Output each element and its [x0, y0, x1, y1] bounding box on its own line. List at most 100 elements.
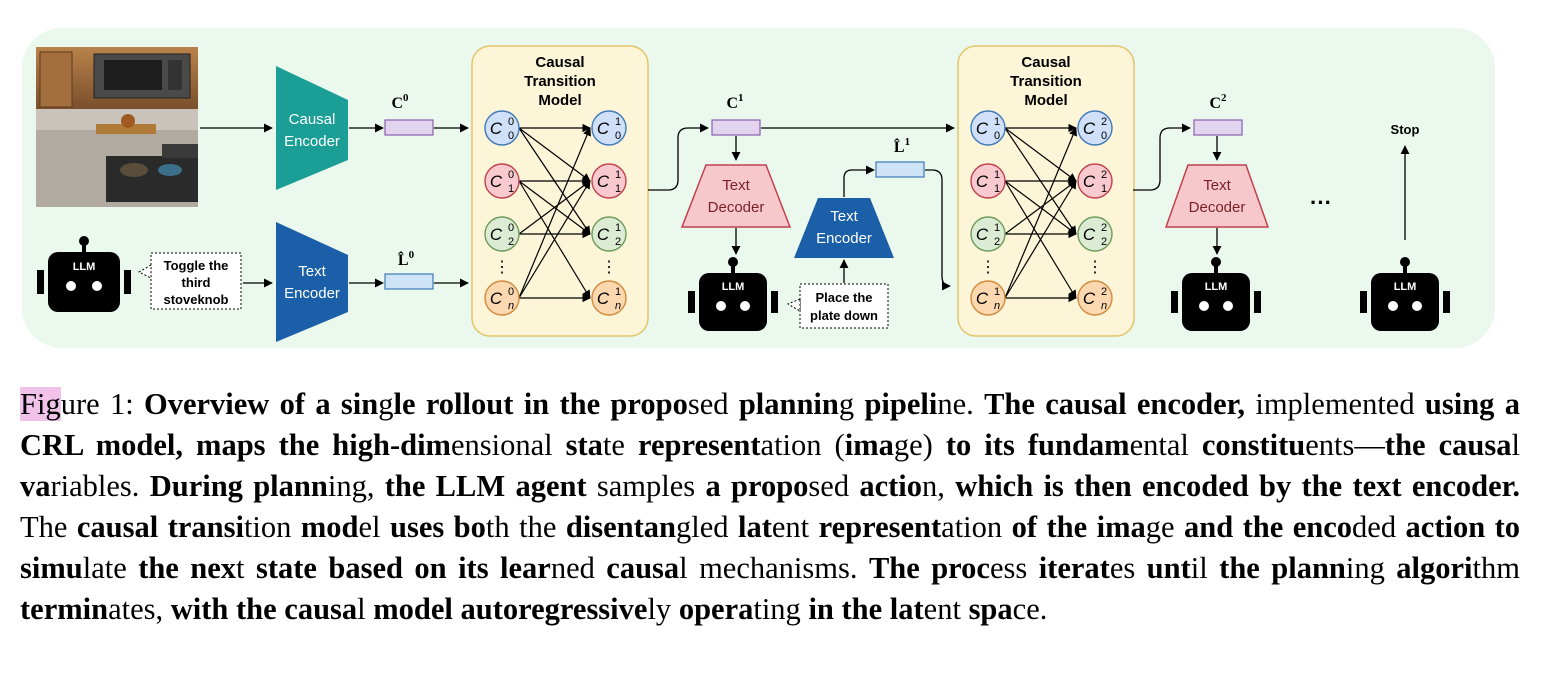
- causal-node-1-in-0: [484, 110, 520, 146]
- causal-node-1-out-0: [591, 110, 627, 146]
- transition-title-2-0: Causal: [1021, 54, 1070, 71]
- caption-segment: uses bo: [389, 510, 486, 544]
- node-superscript: 0: [508, 286, 514, 298]
- caption-segment: fundam: [1027, 428, 1130, 462]
- caption-segment: riables.: [50, 469, 150, 503]
- instruction-2-line-2: plate down: [810, 308, 878, 323]
- caption-body: Overview of a single rollout in the prop…: [20, 387, 1520, 626]
- node-subscript: 0: [615, 130, 621, 142]
- node-subscript: 0: [1101, 130, 1107, 142]
- caption-segment: ation: [941, 510, 1012, 544]
- caption-segment: of the ima: [1011, 510, 1146, 544]
- svg-text:L̂0: L̂0: [398, 249, 415, 269]
- node-letter: C: [1083, 289, 1096, 308]
- caption-segment: which is then encoded by the text encode…: [955, 469, 1521, 503]
- node-letter: C: [490, 172, 503, 191]
- continuation-ellipsis: ···: [1310, 190, 1332, 215]
- caption-segment: with the causa: [170, 592, 358, 626]
- latent-c2: C2: [1193, 92, 1243, 136]
- caption-segment: plannin: [738, 387, 839, 421]
- node-letter: C: [976, 289, 989, 308]
- caption-segment: ne.: [937, 387, 985, 421]
- caption-segment: opera: [678, 592, 754, 626]
- node-superscript: 2: [1101, 116, 1107, 128]
- caption-segment: the plann: [1219, 551, 1346, 585]
- caption-segment: ing,: [327, 469, 385, 503]
- instruction-1-line-1: Toggle the: [164, 258, 229, 273]
- caption-segment: termin: [20, 592, 109, 626]
- node-subscript: 0: [508, 130, 514, 142]
- caption-segment: ned: [550, 551, 607, 585]
- text-decoder-1-label-2: Decoder: [708, 199, 765, 216]
- caption-segment: late: [82, 551, 139, 585]
- node-superscript: 2: [1101, 169, 1107, 181]
- text-decoder-2: Text Decoder: [1164, 164, 1270, 228]
- node-superscript: 2: [1101, 222, 1107, 234]
- caption-segment: ent: [771, 510, 819, 544]
- caption-segment: sta: [565, 428, 603, 462]
- node-letter: C: [976, 119, 989, 138]
- causal-node-1-in-2: [484, 216, 520, 252]
- text-encoder-1-label-1: Text: [298, 263, 326, 280]
- node-subscript: 0: [994, 130, 1000, 142]
- node-subscript: 1: [1101, 183, 1107, 195]
- caption-segment: ly: [647, 592, 679, 626]
- text-decoder-2-label-1: Text: [1203, 177, 1231, 194]
- caption-segment: algori: [1396, 551, 1473, 585]
- llm-label-2: LLM: [722, 281, 745, 293]
- node-superscript: 1: [615, 116, 621, 128]
- node-letter: C: [976, 172, 989, 191]
- caption-segment: ing: [1345, 551, 1397, 585]
- causal-node-2-in-0: [970, 110, 1006, 146]
- llm-label-4: LLM: [1394, 281, 1417, 293]
- caption-segment: gled: [676, 510, 738, 544]
- caption-segment: unt: [1146, 551, 1191, 585]
- text-decoder-2-label-2: Decoder: [1189, 199, 1246, 216]
- causal-edge-1-8: [518, 180, 591, 299]
- causal-edge-2-10: [1004, 127, 1077, 235]
- caption-segment: l: [1511, 428, 1520, 462]
- kitchen-scene-image: [36, 47, 198, 207]
- node-subscript: 2: [615, 236, 621, 248]
- causal-node-1-out-2: [591, 216, 627, 252]
- caption-segment: ce.: [1012, 592, 1048, 626]
- node-subscript: n: [1101, 300, 1107, 312]
- svg-text:C2: C2: [1209, 92, 1227, 112]
- causal-edge-2-8: [1004, 180, 1077, 299]
- caption-segment: action to simu: [20, 510, 1521, 585]
- caption-segment: le rollout in the propo: [393, 387, 688, 421]
- transition-title-1-0: Causal: [535, 54, 584, 71]
- caption-segment: ess: [989, 551, 1039, 585]
- caption-segment: During plann: [149, 469, 328, 503]
- text-decoder-1-label-1: Text: [722, 177, 750, 194]
- llm-label-3: LLM: [1205, 281, 1228, 293]
- causal-node-2-out-n: [1077, 280, 1113, 316]
- caption-segment: ation (: [760, 428, 845, 462]
- latent-l0: L̂0: [384, 249, 434, 290]
- caption-segment: ent: [923, 592, 969, 626]
- caption-segment: es: [1109, 551, 1147, 585]
- node-vdots: ⋮: [1087, 259, 1103, 276]
- caption-segment: l mechanisms.: [679, 551, 869, 585]
- causal-node-1-out-n: [591, 280, 627, 316]
- caption-segment: thm: [1472, 551, 1520, 585]
- caption-segment: disentan: [565, 510, 676, 544]
- svg-text:C1: C1: [726, 92, 743, 112]
- node-superscript: 2: [1101, 286, 1107, 298]
- caption-segment: to its: [945, 428, 1028, 462]
- text-encoder-1-label-2: Encoder: [284, 285, 340, 302]
- llm-robot-icon-1: LLM: [37, 236, 131, 312]
- node-superscript: 1: [615, 169, 621, 181]
- caption-segment: ge): [893, 428, 946, 462]
- text-encoder-2-label-2: Encoder: [816, 230, 872, 247]
- figure-caption: Figure 1: Overview of a single rollout i…: [20, 384, 1520, 630]
- instruction-2-line-1: Place the: [815, 290, 872, 305]
- caption-segment: l: [357, 592, 374, 626]
- node-letter: C: [490, 289, 503, 308]
- causal-edge-2-1: [1004, 127, 1077, 182]
- node-subscript: 1: [508, 183, 514, 195]
- node-superscript: 1: [615, 286, 621, 298]
- node-subscript: n: [994, 300, 1000, 312]
- caption-segment: represent: [637, 428, 761, 462]
- causal-node-1-in-n: [484, 280, 520, 316]
